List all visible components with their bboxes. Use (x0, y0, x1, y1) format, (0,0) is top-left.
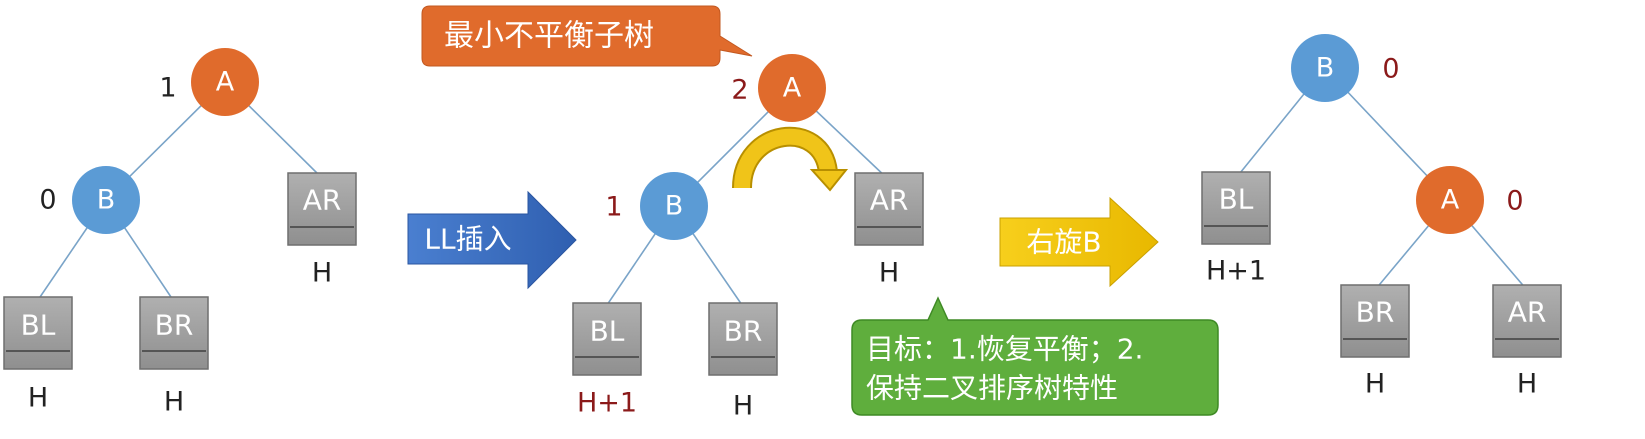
height-BL: H (28, 383, 48, 414)
callout-goal-line2: 保持二叉排序树特性 (866, 372, 1118, 405)
subtree-BL: BL (3, 296, 73, 370)
panel-after: B 0 A 0 BL H+1 BR H AR H (1201, 34, 1562, 400)
callout-goal: 目标：1.恢复平衡；2. 保持二叉排序树特性 (851, 296, 1219, 416)
subtree-AR-mid-label: AR (870, 184, 909, 217)
height-AR: H (312, 258, 332, 289)
callout-min-unbalanced: 最小不平衡子树 (421, 5, 753, 67)
subtree-BR: BR (139, 296, 209, 370)
node-B-label: B (97, 185, 116, 216)
subtree-BR-after-label: BR (1356, 296, 1395, 329)
node-A-mid (758, 54, 826, 122)
arrow-ll-insert-label: LL插入 (424, 223, 511, 256)
height-BR: H (164, 387, 184, 418)
node-A-after (1416, 166, 1484, 234)
subtree-BL-label: BL (21, 309, 56, 342)
subtree-BL-after: BL (1201, 171, 1271, 245)
node-A-label: A (216, 67, 235, 98)
height-AR-after: H (1517, 369, 1537, 400)
panel-before: A 1 B 0 AR H BL H BR H (3, 48, 357, 418)
node-B-mid-label: B (665, 191, 684, 222)
arrow-rotate-right-label: 右旋B (1026, 226, 1101, 259)
subtree-AR-after-label: AR (1508, 296, 1547, 329)
arrow-rotate-right: 右旋B (999, 196, 1159, 288)
balance-factor-A: 1 (159, 73, 176, 104)
subtree-BL-mid-label: BL (590, 315, 625, 348)
subtree-BR-after: BR (1340, 284, 1410, 358)
balance-factor-B-mid: 1 (605, 192, 622, 223)
subtree-BR-mid: BR (708, 302, 778, 376)
subtree-BL-mid: BL (572, 302, 642, 376)
node-A (191, 48, 259, 116)
rotation-arrow-icon (732, 126, 849, 192)
height-BR-after: H (1365, 369, 1385, 400)
node-B-after-label: B (1316, 53, 1335, 84)
node-B (72, 166, 140, 234)
height-BR-mid: H (733, 391, 753, 422)
subtree-AR-label: AR (303, 184, 342, 217)
subtree-AR: AR (287, 172, 357, 246)
subtree-AR-after: AR (1492, 284, 1562, 358)
height-BL-after: H+1 (1206, 256, 1266, 287)
node-B-after (1291, 34, 1359, 102)
height-BL-mid: H+1 (577, 388, 637, 419)
balance-factor-A-after: 0 (1506, 186, 1523, 217)
node-B-mid (640, 172, 708, 240)
callout-min-unbalanced-text: 最小不平衡子树 (444, 19, 654, 54)
arrow-ll-insert: LL插入 (407, 190, 577, 290)
subtree-BL-after-label: BL (1219, 183, 1254, 216)
balance-factor-B: 0 (39, 185, 56, 216)
subtree-AR-mid: AR (854, 172, 924, 246)
callout-goal-line1: 目标：1.恢复平衡；2. (866, 333, 1143, 366)
height-AR-mid: H (879, 258, 899, 289)
node-A-after-label: A (1441, 185, 1460, 216)
panel-middle: 最小不平衡子树 A 2 B 1 AR H BL H+1 (421, 5, 1219, 422)
subtree-BR-mid-label: BR (724, 315, 763, 348)
subtree-BR-label: BR (155, 309, 194, 342)
node-A-mid-label: A (783, 73, 802, 104)
balance-factor-A-mid: 2 (731, 75, 748, 106)
balance-factor-B-after: 0 (1382, 54, 1399, 85)
